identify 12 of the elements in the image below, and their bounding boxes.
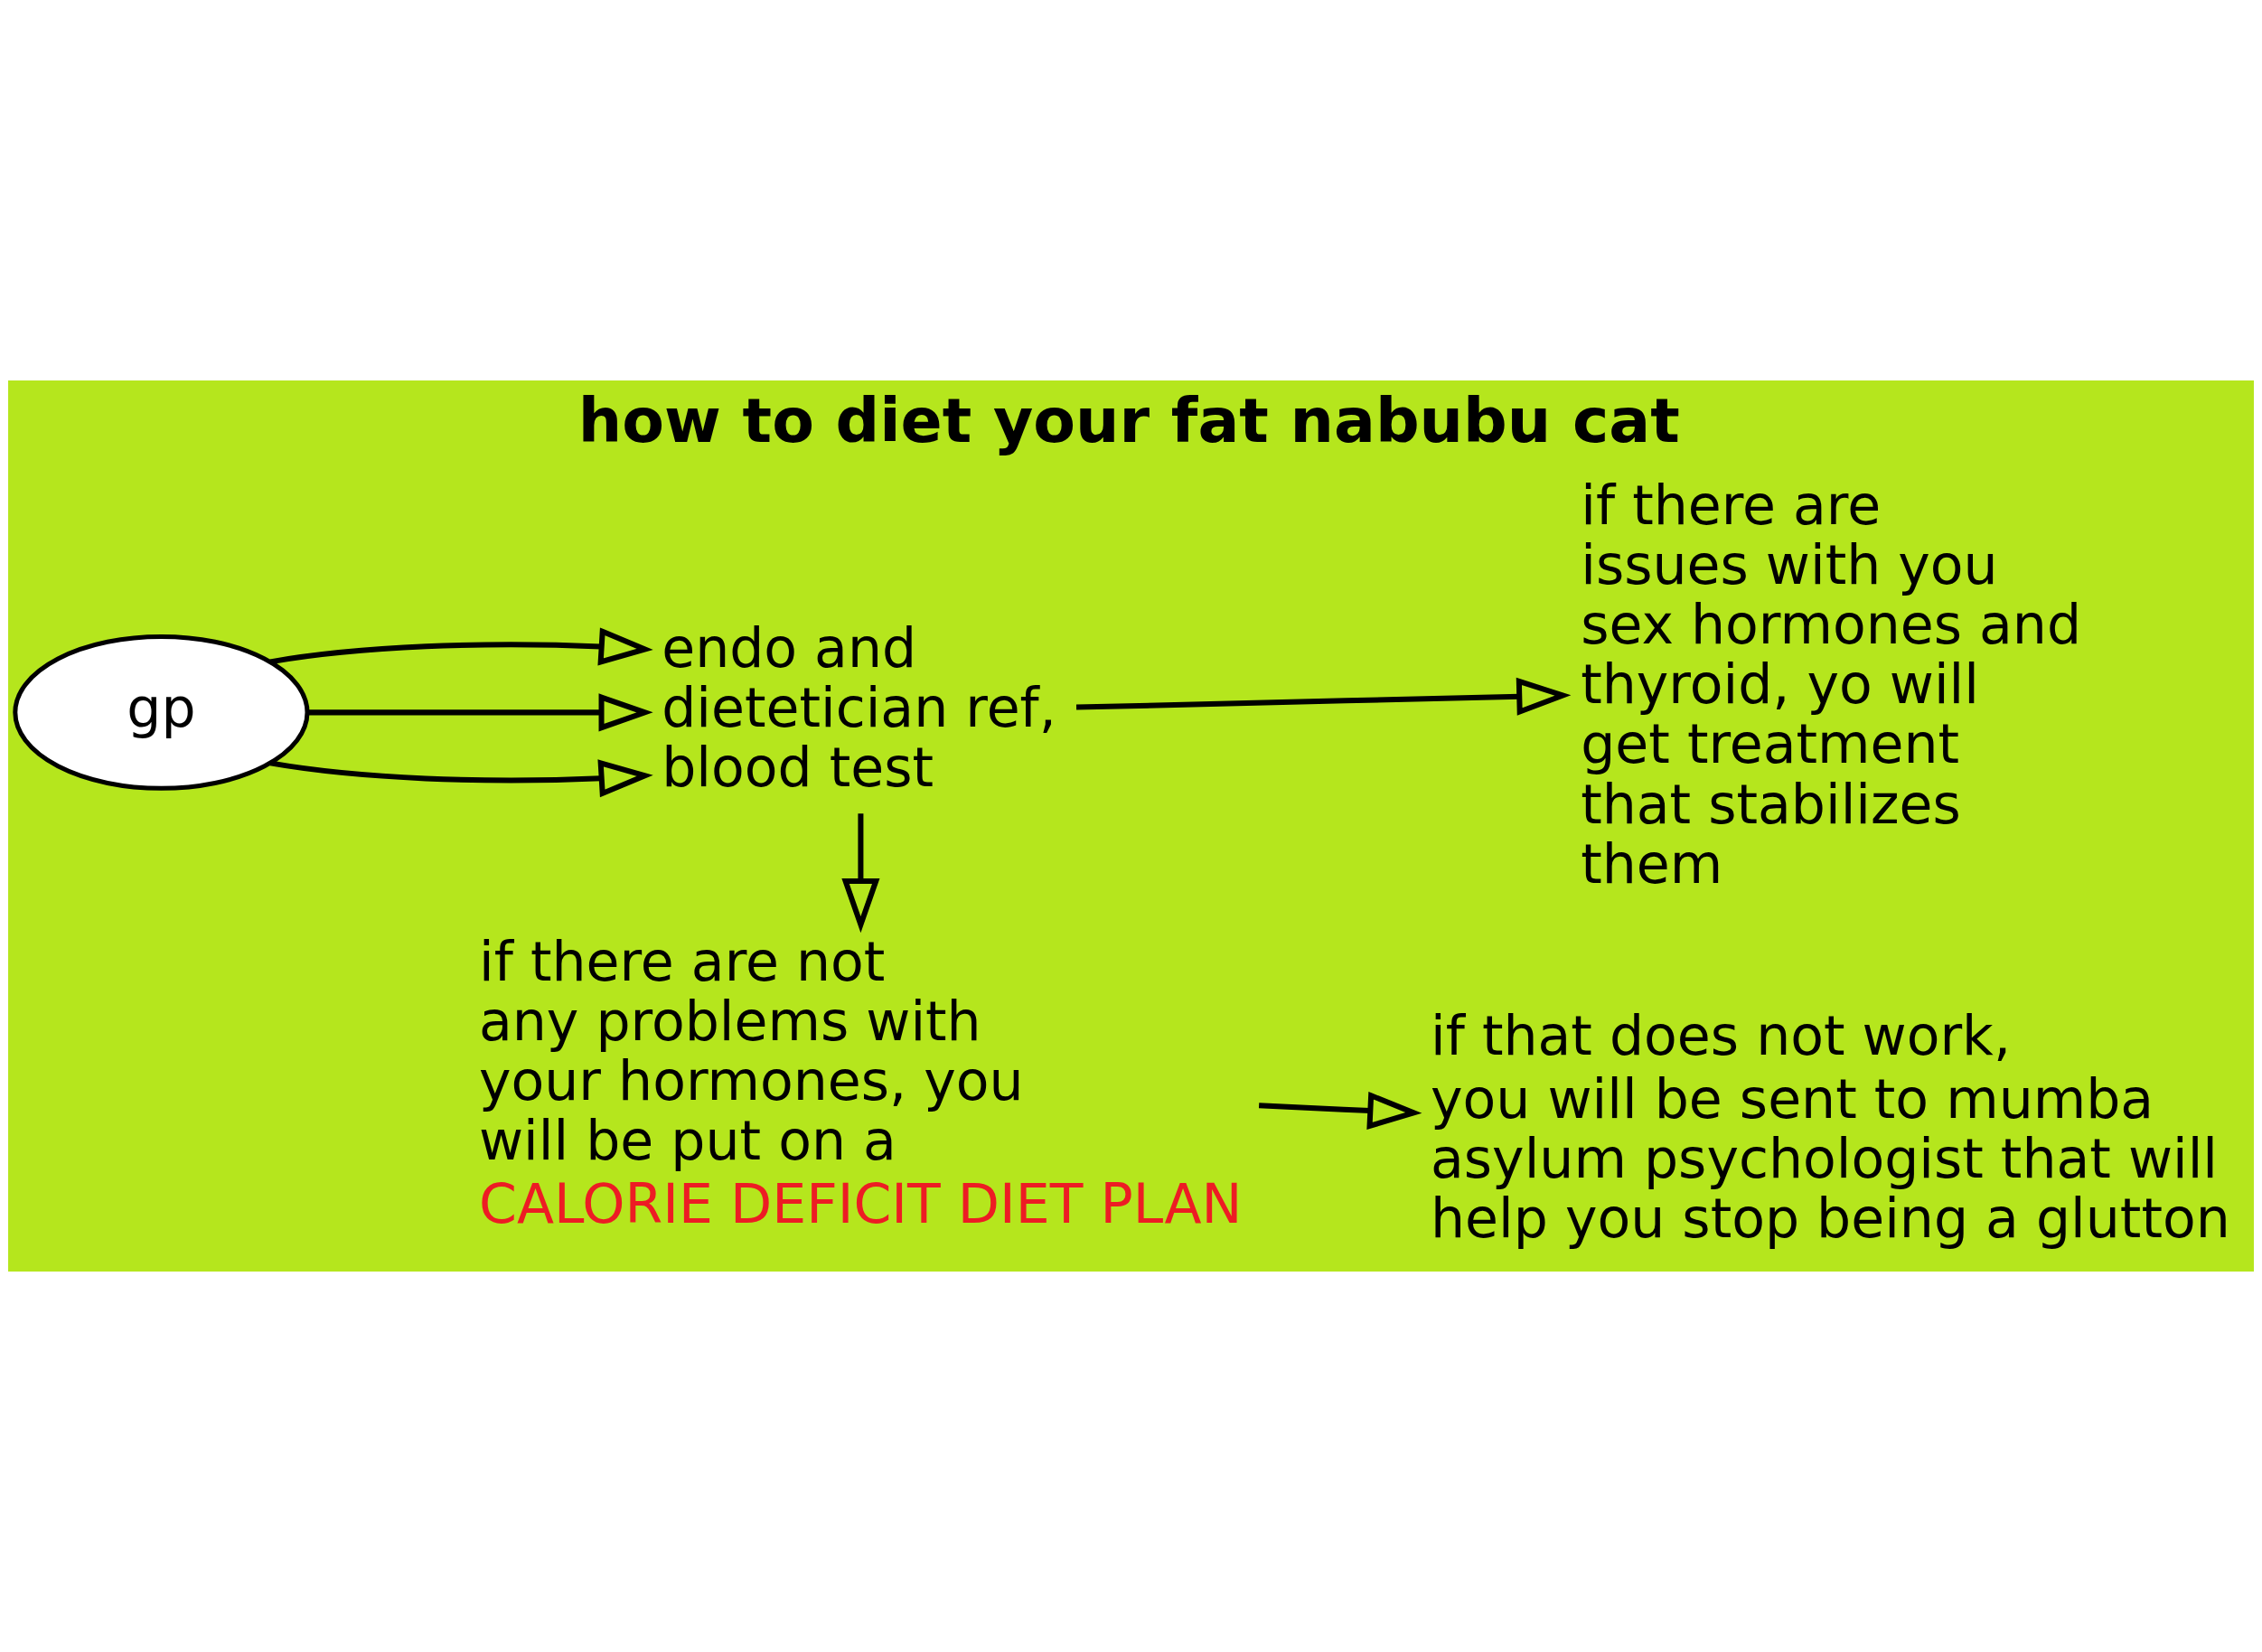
arrow bbox=[841, 813, 880, 934]
diagram-title: how to diet your fat nabubu cat bbox=[577, 385, 1680, 457]
node-text: if there are issues with you sex hormones and thyroid, yo will get treatment that stabilizes them bbox=[1581, 474, 2082, 896]
node-text: endo and dietetician ref, blood test bbox=[662, 616, 1056, 800]
node-text: if that does not work, you will be sent to mumba asylum psychologist that will help you stop being a glutton bbox=[1431, 1003, 2230, 1250]
arrow bbox=[1258, 1091, 1422, 1130]
arrow bbox=[269, 627, 653, 666]
node-ellipse: gp bbox=[13, 634, 310, 791]
arrow bbox=[269, 759, 653, 798]
arrow bbox=[1075, 677, 1572, 716]
arrow bbox=[306, 693, 653, 732]
node-text: if there are not any problems with your hormones, you will be put on a CALORIE DEFICIT DIET PLAN bbox=[478, 929, 1243, 1235]
